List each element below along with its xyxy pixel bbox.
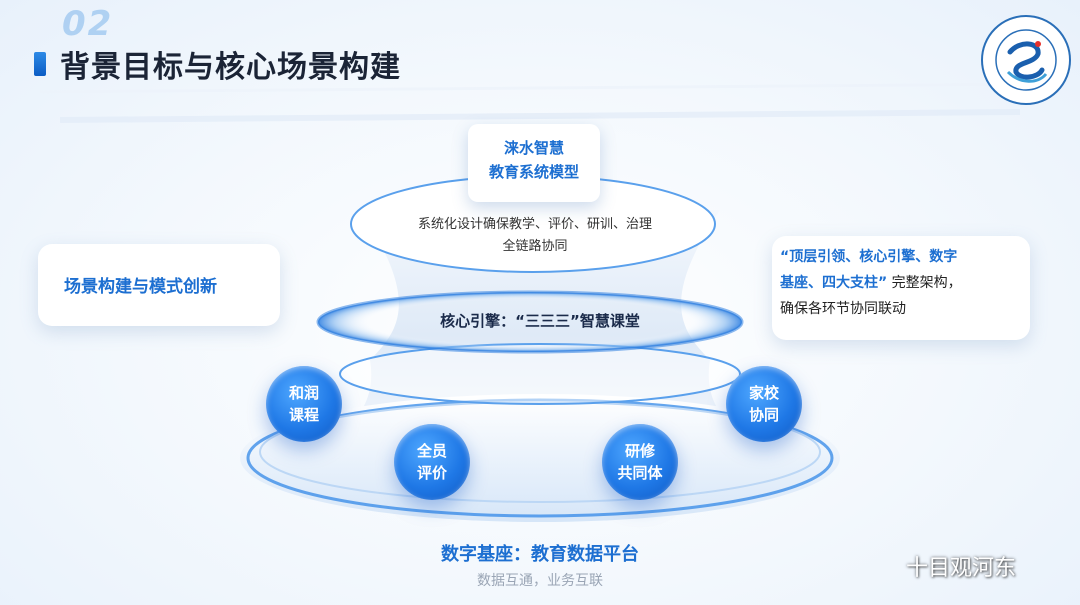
model-title-box: 涞水智慧 教育系统模型 (468, 124, 600, 202)
scenario-card-label: 场景构建与模式创新 (64, 277, 217, 297)
section-number: 02 (62, 4, 114, 44)
model-title-line1: 涞水智慧 (503, 139, 564, 157)
page-title: 背景目标与核心场景构建 (60, 50, 401, 85)
digital-base-title: 数字基座：教育数据平台 (441, 544, 639, 565)
pillar-line2: 课程 (288, 406, 319, 424)
watermark: 十目观河东 (906, 556, 1017, 581)
pillar-evaluation: 全员 评价 (394, 424, 470, 500)
pillar-line1: 家校 (748, 384, 779, 402)
engine-ring (318, 292, 742, 352)
architecture-highlight-2: 基座、四大支柱” (780, 275, 888, 291)
base-platform (240, 394, 840, 522)
pillar-line2: 协同 (748, 406, 779, 424)
pillar-line1: 研修 (624, 442, 655, 460)
architecture-text-2: 确保各环节协同联动 (780, 301, 906, 317)
model-title-line2: 教育系统模型 (488, 163, 579, 181)
core-engine-label: 核心引擎：“三三三”智慧课堂 (440, 312, 640, 330)
pillar-curriculum: 和润 课程 (266, 366, 342, 442)
model-description: 系统化设计确保教学、评价、研训、治理 全链路协同 (370, 214, 700, 258)
digital-base-subtitle: 数据互通，业务互联 (477, 573, 603, 589)
pillar-line1: 和润 (288, 384, 319, 402)
scenario-card: 场景构建与模式创新 (38, 244, 280, 326)
architecture-card: “顶层引领、核心引擎、数字 基座、四大支柱” 完整架构， 确保各环节协同联动 (772, 236, 1030, 340)
pillar-home-school: 家校 协同 (726, 366, 802, 442)
pillar-line1: 全员 (416, 442, 447, 460)
pillar-research-community: 研修 共同体 (602, 424, 678, 500)
title-accent-bar (34, 52, 46, 76)
pillar-line2: 共同体 (617, 464, 663, 482)
model-description-line2: 全链路协同 (502, 239, 568, 254)
school-logo-icon (981, 15, 1071, 105)
architecture-text: “顶层引领、核心引擎、数字 基座、四大支柱” 完整架构， 确保各环节协同联动 (780, 244, 1024, 322)
engine-ring-edge (316, 290, 744, 354)
model-description-line1: 系统化设计确保教学、评价、研训、治理 (417, 217, 652, 232)
pillar-line2: 评价 (416, 464, 447, 482)
architecture-highlight-1: “顶层引领、核心引擎、数字 (780, 249, 958, 265)
architecture-text-1: 完整架构， (891, 275, 962, 291)
